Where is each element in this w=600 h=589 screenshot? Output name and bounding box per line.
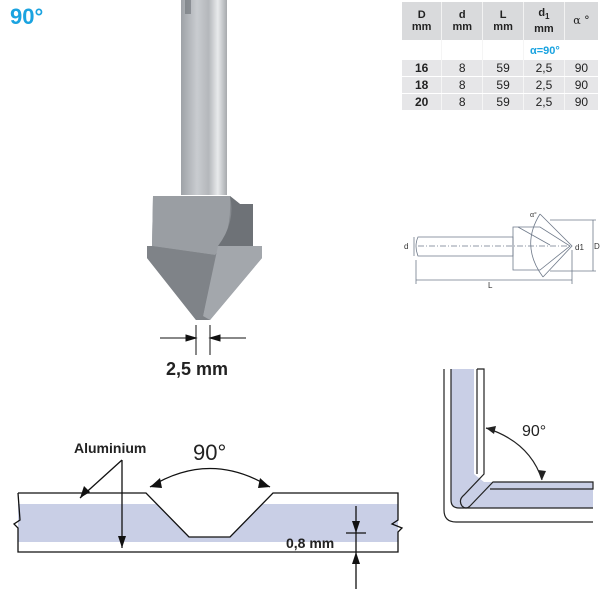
- material-label: Aluminium: [74, 440, 147, 456]
- groove-angle-label: 90°: [193, 440, 227, 465]
- tip-dimension-label: 2,5 mm: [166, 359, 229, 379]
- bit-shank: [181, 0, 227, 195]
- groove-diagram: [12, 459, 404, 589]
- label-D: D: [594, 242, 600, 251]
- fold-angle-label: 90°: [522, 423, 546, 440]
- col-alpha: α °: [564, 2, 598, 41]
- angle-title: 90°: [10, 4, 44, 29]
- label-d1: d1: [575, 243, 584, 252]
- alpha-subheader: α=90°: [530, 44, 560, 57]
- table-subheader-row: α=90°: [402, 40, 598, 61]
- fold-diagram: 90°: [443, 368, 594, 523]
- label-alpha: α°: [530, 211, 537, 219]
- thickness-label: 0,8 mm: [286, 535, 335, 551]
- tip-dimension-indicator: [160, 325, 246, 355]
- technical-drawing: d α° d1 D L: [404, 211, 600, 290]
- label-L: L: [488, 281, 493, 290]
- label-d: d: [404, 242, 408, 251]
